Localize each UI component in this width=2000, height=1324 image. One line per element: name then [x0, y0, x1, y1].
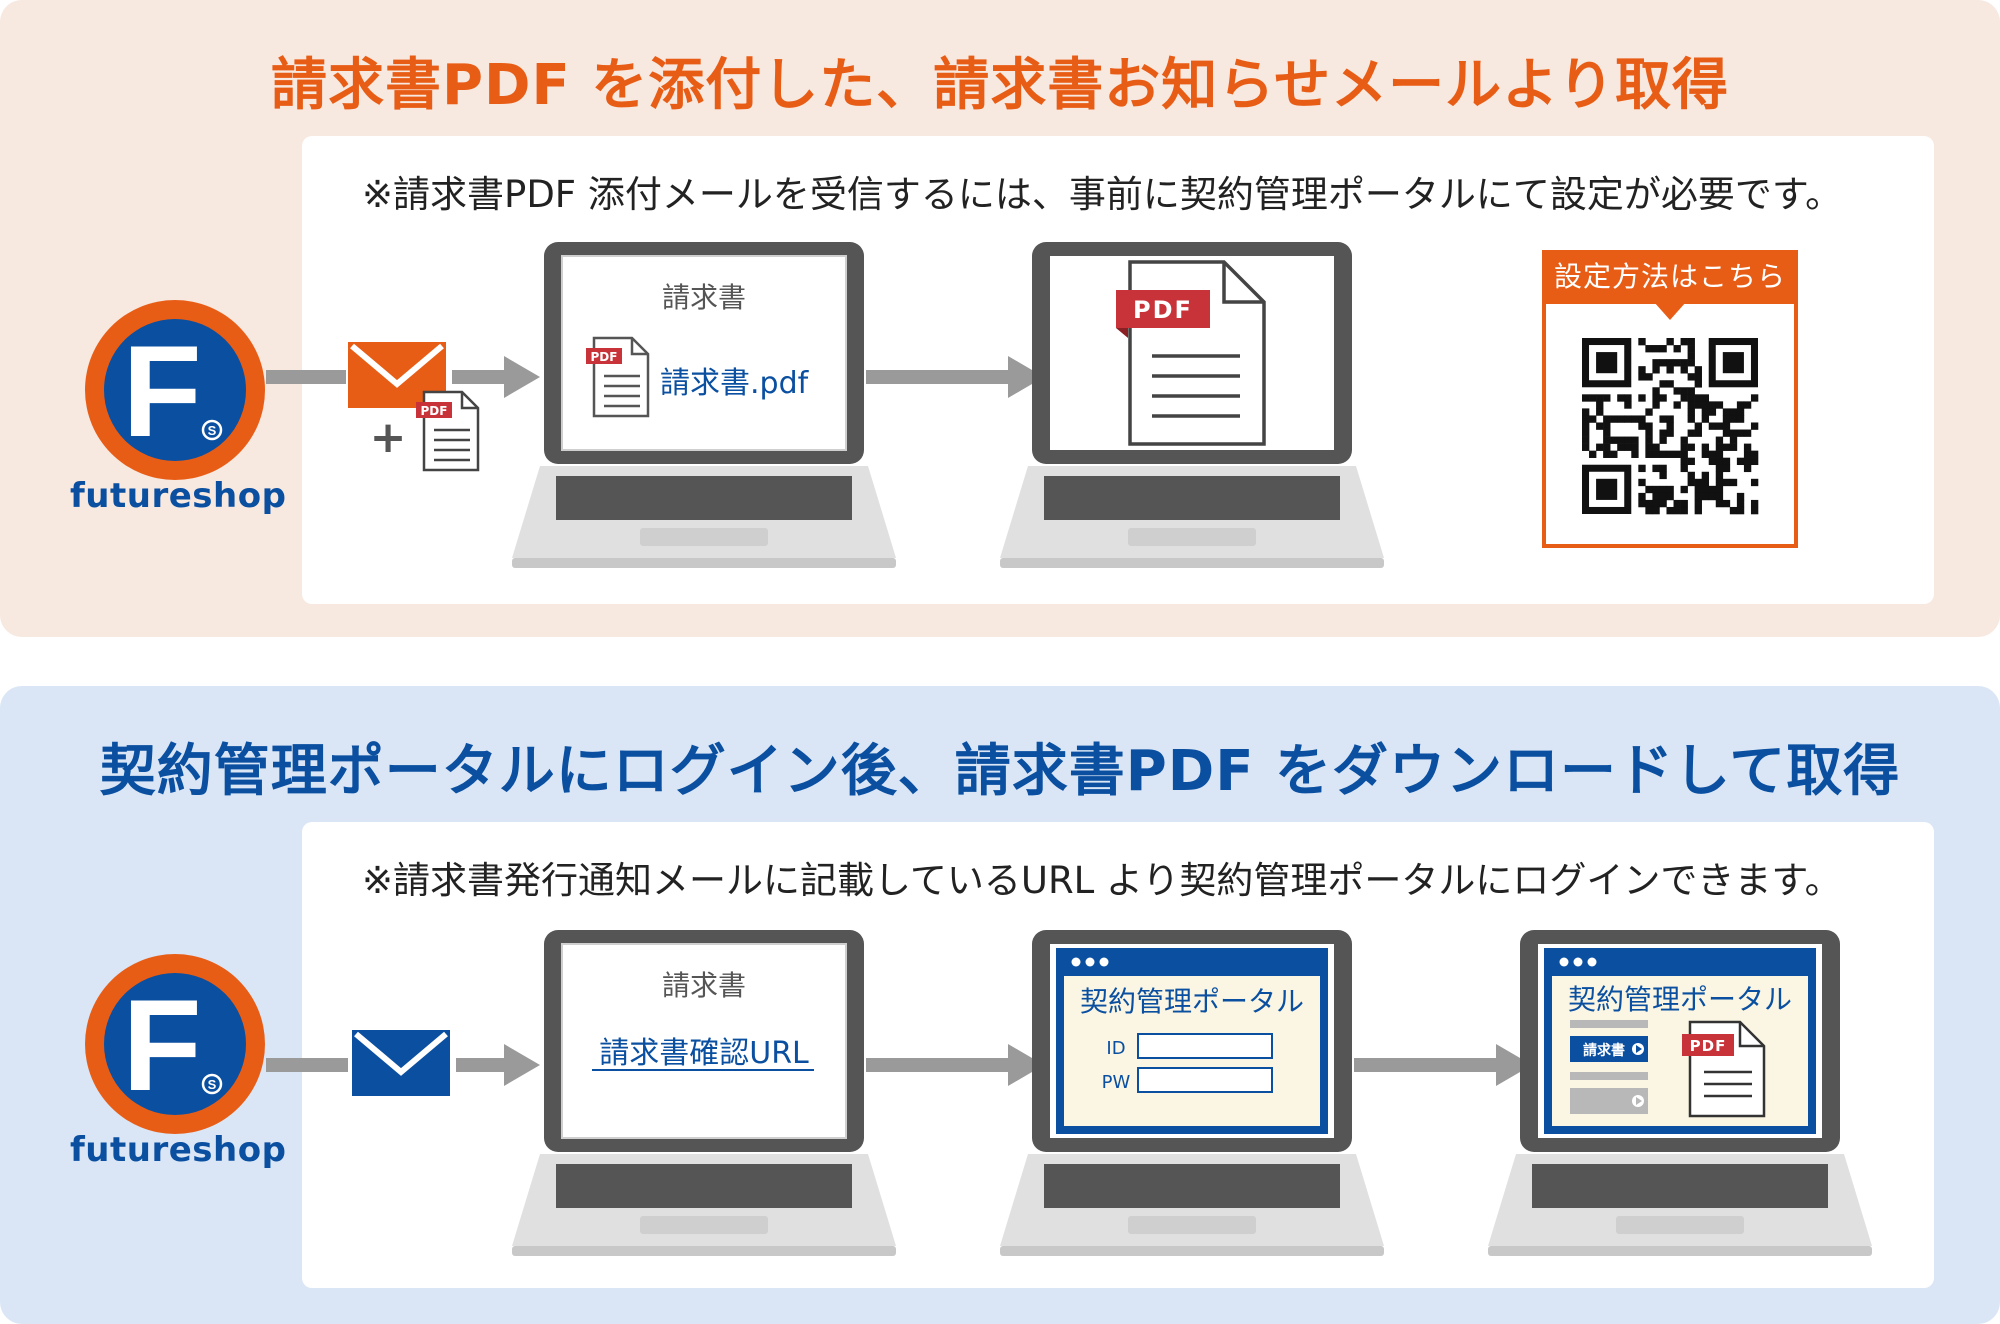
flow-arrow	[866, 1044, 1044, 1086]
invoice-pdf-filename: 請求書.pdf	[660, 366, 809, 401]
flow-arrow	[866, 356, 1044, 398]
invoice-url-link: 請求書確認URL	[599, 1036, 809, 1071]
email-method-title: 請求書PDF を添付した、請求書お知らせメールより取得	[270, 53, 1730, 118]
attached-pdf-badge: PDF	[421, 404, 448, 418]
laptop-portal-login	[1000, 930, 1384, 1256]
portal-method-panel: 契約管理ポータルにログイン後、請求書PDF をダウンロードして取得 ※請求書発行…	[0, 686, 2000, 1324]
logo-letter: F	[122, 972, 201, 1118]
portal-method-title: 契約管理ポータルにログイン後、請求書PDF をダウンロードして取得	[99, 739, 1901, 804]
attached-pdf-file-icon	[416, 390, 480, 472]
pdf-document-icon	[1116, 260, 1266, 446]
mail-envelope-icon	[352, 1030, 450, 1096]
id-input-field	[1137, 1033, 1273, 1059]
email-method-note: ※請求書PDF 添付メールを受信するには、事前に契約管理ポータルにて設定が必要で…	[362, 173, 1843, 216]
futureshop-logo: F S futureshop	[70, 300, 286, 550]
flow-arrow	[456, 1044, 540, 1086]
laptop-portal-download	[1488, 930, 1872, 1256]
logo-mark: S	[208, 423, 217, 438]
connector-bar	[266, 1058, 348, 1072]
logo-mark: S	[208, 1077, 217, 1092]
flow-arrow	[1354, 1044, 1532, 1086]
qr-card-label: 設定方法はこちら	[1553, 260, 1786, 293]
portal-method-note: ※請求書発行通知メールに記載しているURL より契約管理ポータルにログインできま…	[362, 859, 1842, 902]
laptop-invoice-notice	[512, 930, 896, 1256]
email-flow-illustration: + PDF	[266, 242, 1798, 568]
flow-arrow	[452, 356, 540, 398]
laptop-invoice-heading: 請求書	[661, 969, 746, 1002]
logo-letter: F	[122, 318, 201, 464]
pw-input-field	[1137, 1067, 1273, 1093]
logo-wordmark: futureshop	[70, 1130, 287, 1170]
portal-download-title: 契約管理ポータル	[1567, 983, 1792, 1016]
pw-label: PW	[1102, 1072, 1131, 1093]
invoice-download-button-label: 請求書	[1583, 1042, 1625, 1059]
portal-flow-illustration: ID PW	[266, 930, 1872, 1256]
sidebar-bar	[1570, 1072, 1648, 1080]
qr-code	[1582, 338, 1759, 515]
attach-plus-icon: +	[370, 412, 407, 463]
laptop-pdf-view	[1000, 242, 1384, 568]
pdf-file-icon	[586, 336, 650, 418]
connector-bar	[266, 370, 346, 384]
laptop-invoice-email	[512, 242, 896, 568]
sidebar-bar	[1570, 1020, 1648, 1028]
portal-login-title: 契約管理ポータル	[1079, 985, 1304, 1018]
email-method-panel: 請求書PDF を添付した、請求書お知らせメールより取得 ※請求書PDF 添付メー…	[0, 0, 2000, 637]
qr-card	[1542, 250, 1798, 548]
laptop-invoice-heading: 請求書	[661, 281, 746, 314]
pdf-document-badge: PDF	[1133, 296, 1193, 324]
pdf-document-icon	[1682, 1020, 1766, 1118]
futureshop-logo: F S futureshop	[70, 954, 286, 1204]
id-label: ID	[1106, 1038, 1125, 1059]
pdf-file-badge: PDF	[591, 350, 618, 364]
pdf-document-badge: PDF	[1690, 1037, 1727, 1055]
logo-wordmark: futureshop	[70, 476, 287, 516]
